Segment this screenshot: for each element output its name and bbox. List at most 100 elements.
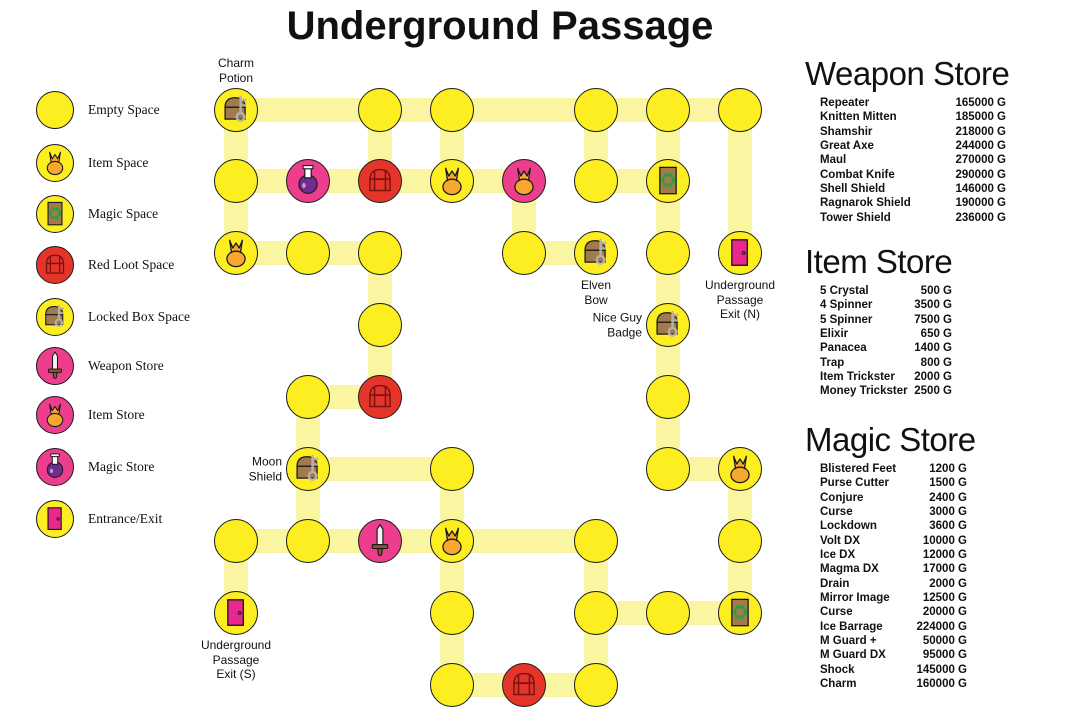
map-node-item [214, 231, 258, 275]
legend-swatch-item-store [36, 396, 74, 434]
store-item-name: Drain [820, 577, 850, 590]
legend-swatch-magic-store [36, 448, 74, 486]
legend-item-label: Entrance/Exit [88, 511, 163, 526]
store-item-price: 500 G [920, 285, 952, 297]
store-item-name: Item Trickster [820, 371, 895, 384]
legend-item-item: Item Space [36, 143, 148, 183]
map-node-empty [646, 231, 690, 275]
store-item-price: 1200 G [929, 463, 967, 475]
map-node-locked-box [646, 303, 690, 347]
store-item-name: 4 Spinner [820, 299, 873, 312]
money-bag-icon [46, 151, 64, 176]
legend-swatch-red-loot [36, 246, 74, 284]
magic-book-icon [659, 166, 677, 195]
map-node-magic [646, 159, 690, 203]
legend-item-label: Magic Space [88, 206, 159, 221]
legend-swatch-item [36, 144, 74, 182]
store-item-price: 95000 G [922, 649, 967, 662]
store-item-price: 160000 G [916, 678, 967, 691]
store-item-row: Shell Shield 146000 G [820, 182, 1006, 196]
map-node-empty [430, 663, 474, 707]
store-item-price: 244000 G [955, 140, 1006, 153]
store-item-row: Ragnarok Shield 190000 G [820, 196, 1006, 210]
map-path [308, 457, 452, 481]
red-chest-icon [369, 384, 391, 408]
map-node-magic-store [286, 159, 330, 203]
map-node-label: Nice Guy Badge [592, 310, 642, 339]
store-item-price: 146000 G [955, 183, 1006, 196]
store-item-row: M Guard +50000 G [820, 634, 967, 648]
map-node-red-loot [358, 159, 402, 203]
map-path [728, 110, 752, 253]
store-item-name: Ice DX [820, 549, 856, 562]
money-bag-icon [442, 167, 462, 196]
store-item-name: Combat Knife [820, 168, 895, 181]
store-item-price: 2400 G [929, 491, 967, 504]
store-item-name: Lockdown [820, 520, 877, 533]
legend-swatch-locked-box [36, 298, 74, 336]
legend-item-locked-box: Locked Box Space [36, 297, 190, 337]
store-item-name: Ragnarok Shield [820, 197, 911, 210]
map-path [656, 253, 680, 469]
store-item-price: 7500 G [914, 313, 952, 326]
store-item-name: Purse Cutter [820, 477, 890, 490]
store-item-price: 218000 G [955, 125, 1006, 138]
legend-item-red-loot: Red Loot Space [36, 245, 174, 285]
store-item-name: Magma DX [820, 563, 879, 576]
potion-flask-icon [298, 164, 318, 194]
map-node-empty [286, 231, 330, 275]
money-bag-icon [730, 455, 750, 484]
store-item-price: 236000 G [955, 211, 1006, 224]
legend-swatch-magic [36, 195, 74, 233]
locked-chest-icon [296, 454, 319, 481]
map-node-empty [574, 663, 618, 707]
store-item-name: Curse [820, 506, 853, 519]
store-item-name: Shock [820, 663, 855, 676]
map-node-empty [646, 447, 690, 491]
item-store-title: Item Store [805, 243, 953, 280]
store-item-price: 3500 G [914, 299, 952, 312]
store-item-price: 1500 G [929, 477, 967, 490]
map-node-empty [718, 519, 762, 563]
store-item-price: 190000 G [955, 197, 1006, 210]
door-icon [227, 599, 244, 626]
red-chest-icon [45, 254, 65, 274]
store-item-name: Maul [820, 154, 847, 167]
map-node-weapon-store [358, 519, 402, 563]
legend-item-magic-store: Magic Store [36, 447, 154, 487]
store-item-name: Repeater [820, 97, 870, 109]
store-item-price: 224000 G [916, 620, 967, 633]
store-item-name: Shell Shield [820, 183, 886, 196]
store-item-name: Panacea [820, 342, 867, 355]
money-bag-icon [442, 527, 462, 556]
legend-swatch-weapon-store [36, 347, 74, 385]
money-bag-icon [46, 403, 64, 428]
map-node-empty [502, 231, 546, 275]
map-node-empty [358, 303, 402, 347]
store-item-name: M Guard + [820, 635, 877, 648]
map-node-empty [646, 88, 690, 132]
magic-book-icon [47, 201, 63, 226]
magic-store-title: Magic Store [805, 421, 976, 458]
potion-flask-icon [46, 453, 64, 478]
door-icon [47, 507, 62, 531]
store-item-name: Charm [820, 678, 857, 691]
